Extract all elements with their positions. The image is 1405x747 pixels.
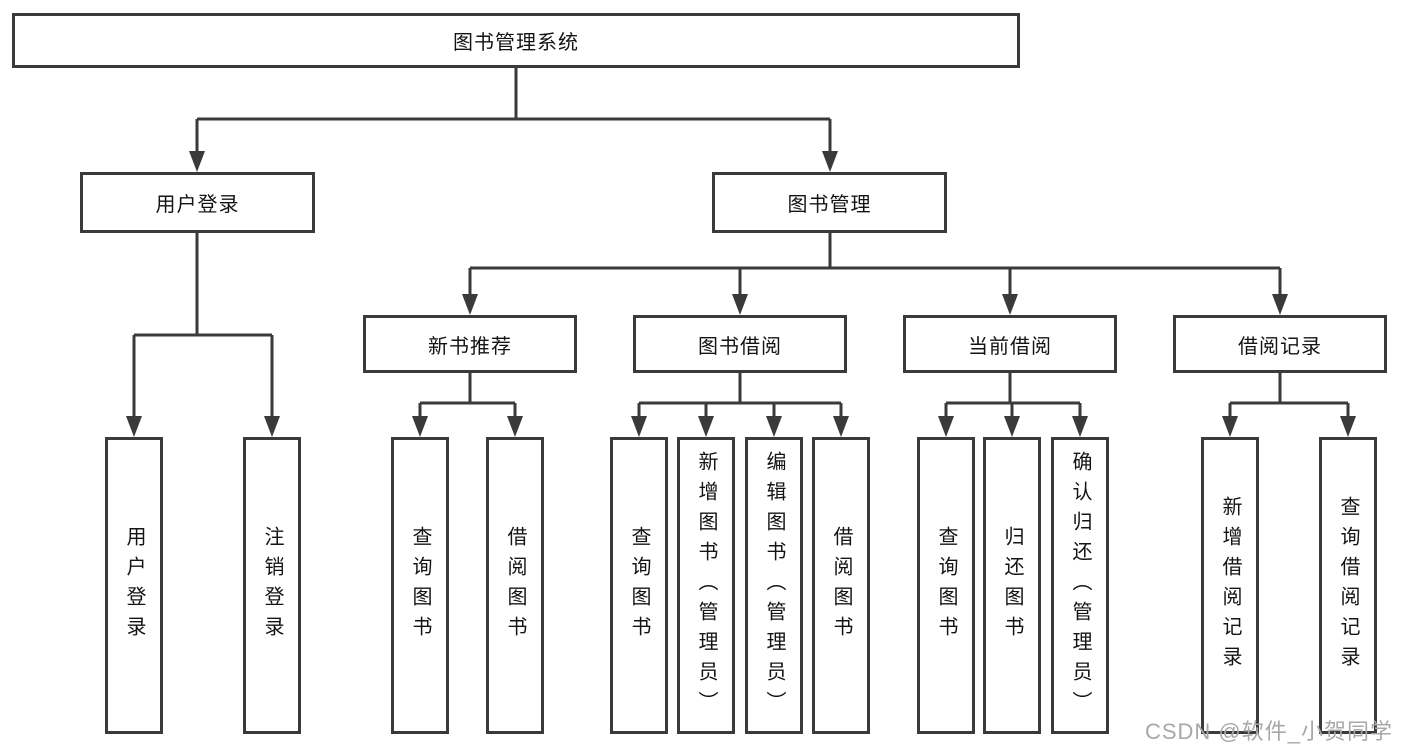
leaf-query-borrow-record: 查询借阅记录 bbox=[1319, 437, 1377, 734]
leaf-edit-book-admin-label: 编辑图书（管理员） bbox=[763, 450, 785, 721]
leaf-return-book: 归还图书 bbox=[983, 437, 1041, 734]
arrowhead bbox=[264, 416, 280, 437]
arrowhead bbox=[126, 416, 142, 437]
leaf-confirm-return-admin: 确认归还（管理员） bbox=[1051, 437, 1109, 734]
leaf-add-book-admin-label: 新增图书（管理员） bbox=[695, 450, 717, 721]
arrowhead bbox=[412, 416, 428, 437]
leaf-user-login: 用户登录 bbox=[105, 437, 163, 734]
arrowhead bbox=[732, 294, 748, 315]
leaf-query-book-current-label: 查询图书 bbox=[935, 525, 957, 646]
leaf-logout-label: 注销登录 bbox=[261, 525, 283, 646]
node-current-borrow: 当前借阅 bbox=[903, 315, 1117, 373]
leaf-query-book-recommend-label: 查询图书 bbox=[409, 525, 431, 646]
node-root-label: 图书管理系统 bbox=[453, 32, 579, 54]
arrowhead bbox=[462, 294, 478, 315]
arrowhead bbox=[766, 416, 782, 437]
leaf-add-borrow-record: 新增借阅记录 bbox=[1201, 437, 1259, 734]
node-user-login-label: 用户登录 bbox=[155, 194, 240, 216]
arrowhead bbox=[833, 416, 849, 437]
node-new-book-recommend: 新书推荐 bbox=[363, 315, 577, 373]
node-current-borrow-label: 当前借阅 bbox=[968, 335, 1052, 358]
leaf-user-login-label: 用户登录 bbox=[123, 525, 145, 646]
leaf-confirm-return-admin-label: 确认归还（管理员） bbox=[1069, 450, 1091, 721]
node-book-borrow-label: 图书借阅 bbox=[698, 335, 782, 358]
arrowhead bbox=[507, 416, 523, 437]
node-root: 图书管理系统 bbox=[12, 13, 1020, 68]
arrowhead bbox=[1072, 416, 1088, 437]
leaf-borrow-book-label: 借阅图书 bbox=[830, 525, 852, 646]
arrowhead bbox=[631, 416, 647, 437]
leaf-logout: 注销登录 bbox=[243, 437, 301, 734]
arrowhead bbox=[822, 151, 838, 172]
node-user-login: 用户登录 bbox=[80, 172, 315, 233]
leaf-add-borrow-record-label: 新增借阅记录 bbox=[1219, 495, 1241, 676]
leaf-borrow-book: 借阅图书 bbox=[812, 437, 870, 734]
node-book-borrow: 图书借阅 bbox=[633, 315, 847, 373]
node-book-management-label: 图书管理 bbox=[787, 194, 872, 216]
leaf-add-book-admin: 新增图书（管理员） bbox=[677, 437, 735, 734]
arrowhead bbox=[1272, 294, 1288, 315]
leaf-return-book-label: 归还图书 bbox=[1001, 525, 1023, 646]
leaf-query-book-recommend: 查询图书 bbox=[391, 437, 449, 734]
leaf-edit-book-admin: 编辑图书（管理员） bbox=[745, 437, 803, 734]
arrowhead bbox=[1004, 416, 1020, 437]
node-borrow-records-label: 借阅记录 bbox=[1238, 335, 1322, 358]
node-book-management: 图书管理 bbox=[712, 172, 947, 233]
arrowhead bbox=[938, 416, 954, 437]
arrowhead bbox=[698, 416, 714, 437]
leaf-borrow-book-recommend-label: 借阅图书 bbox=[504, 525, 526, 646]
leaf-query-book-borrow: 查询图书 bbox=[610, 437, 668, 734]
arrowhead bbox=[1340, 416, 1356, 437]
leaf-query-book-borrow-label: 查询图书 bbox=[628, 525, 650, 646]
arrowhead bbox=[1002, 294, 1018, 315]
node-new-book-recommend-label: 新书推荐 bbox=[428, 335, 512, 358]
leaf-query-borrow-record-label: 查询借阅记录 bbox=[1337, 495, 1359, 676]
leaf-borrow-book-recommend: 借阅图书 bbox=[486, 437, 544, 734]
leaf-query-book-current: 查询图书 bbox=[917, 437, 975, 734]
node-borrow-records: 借阅记录 bbox=[1173, 315, 1387, 373]
arrowhead bbox=[189, 151, 205, 172]
arrowhead bbox=[1222, 416, 1238, 437]
watermark-text: CSDN @软件_小贺同学 bbox=[1144, 719, 1393, 744]
